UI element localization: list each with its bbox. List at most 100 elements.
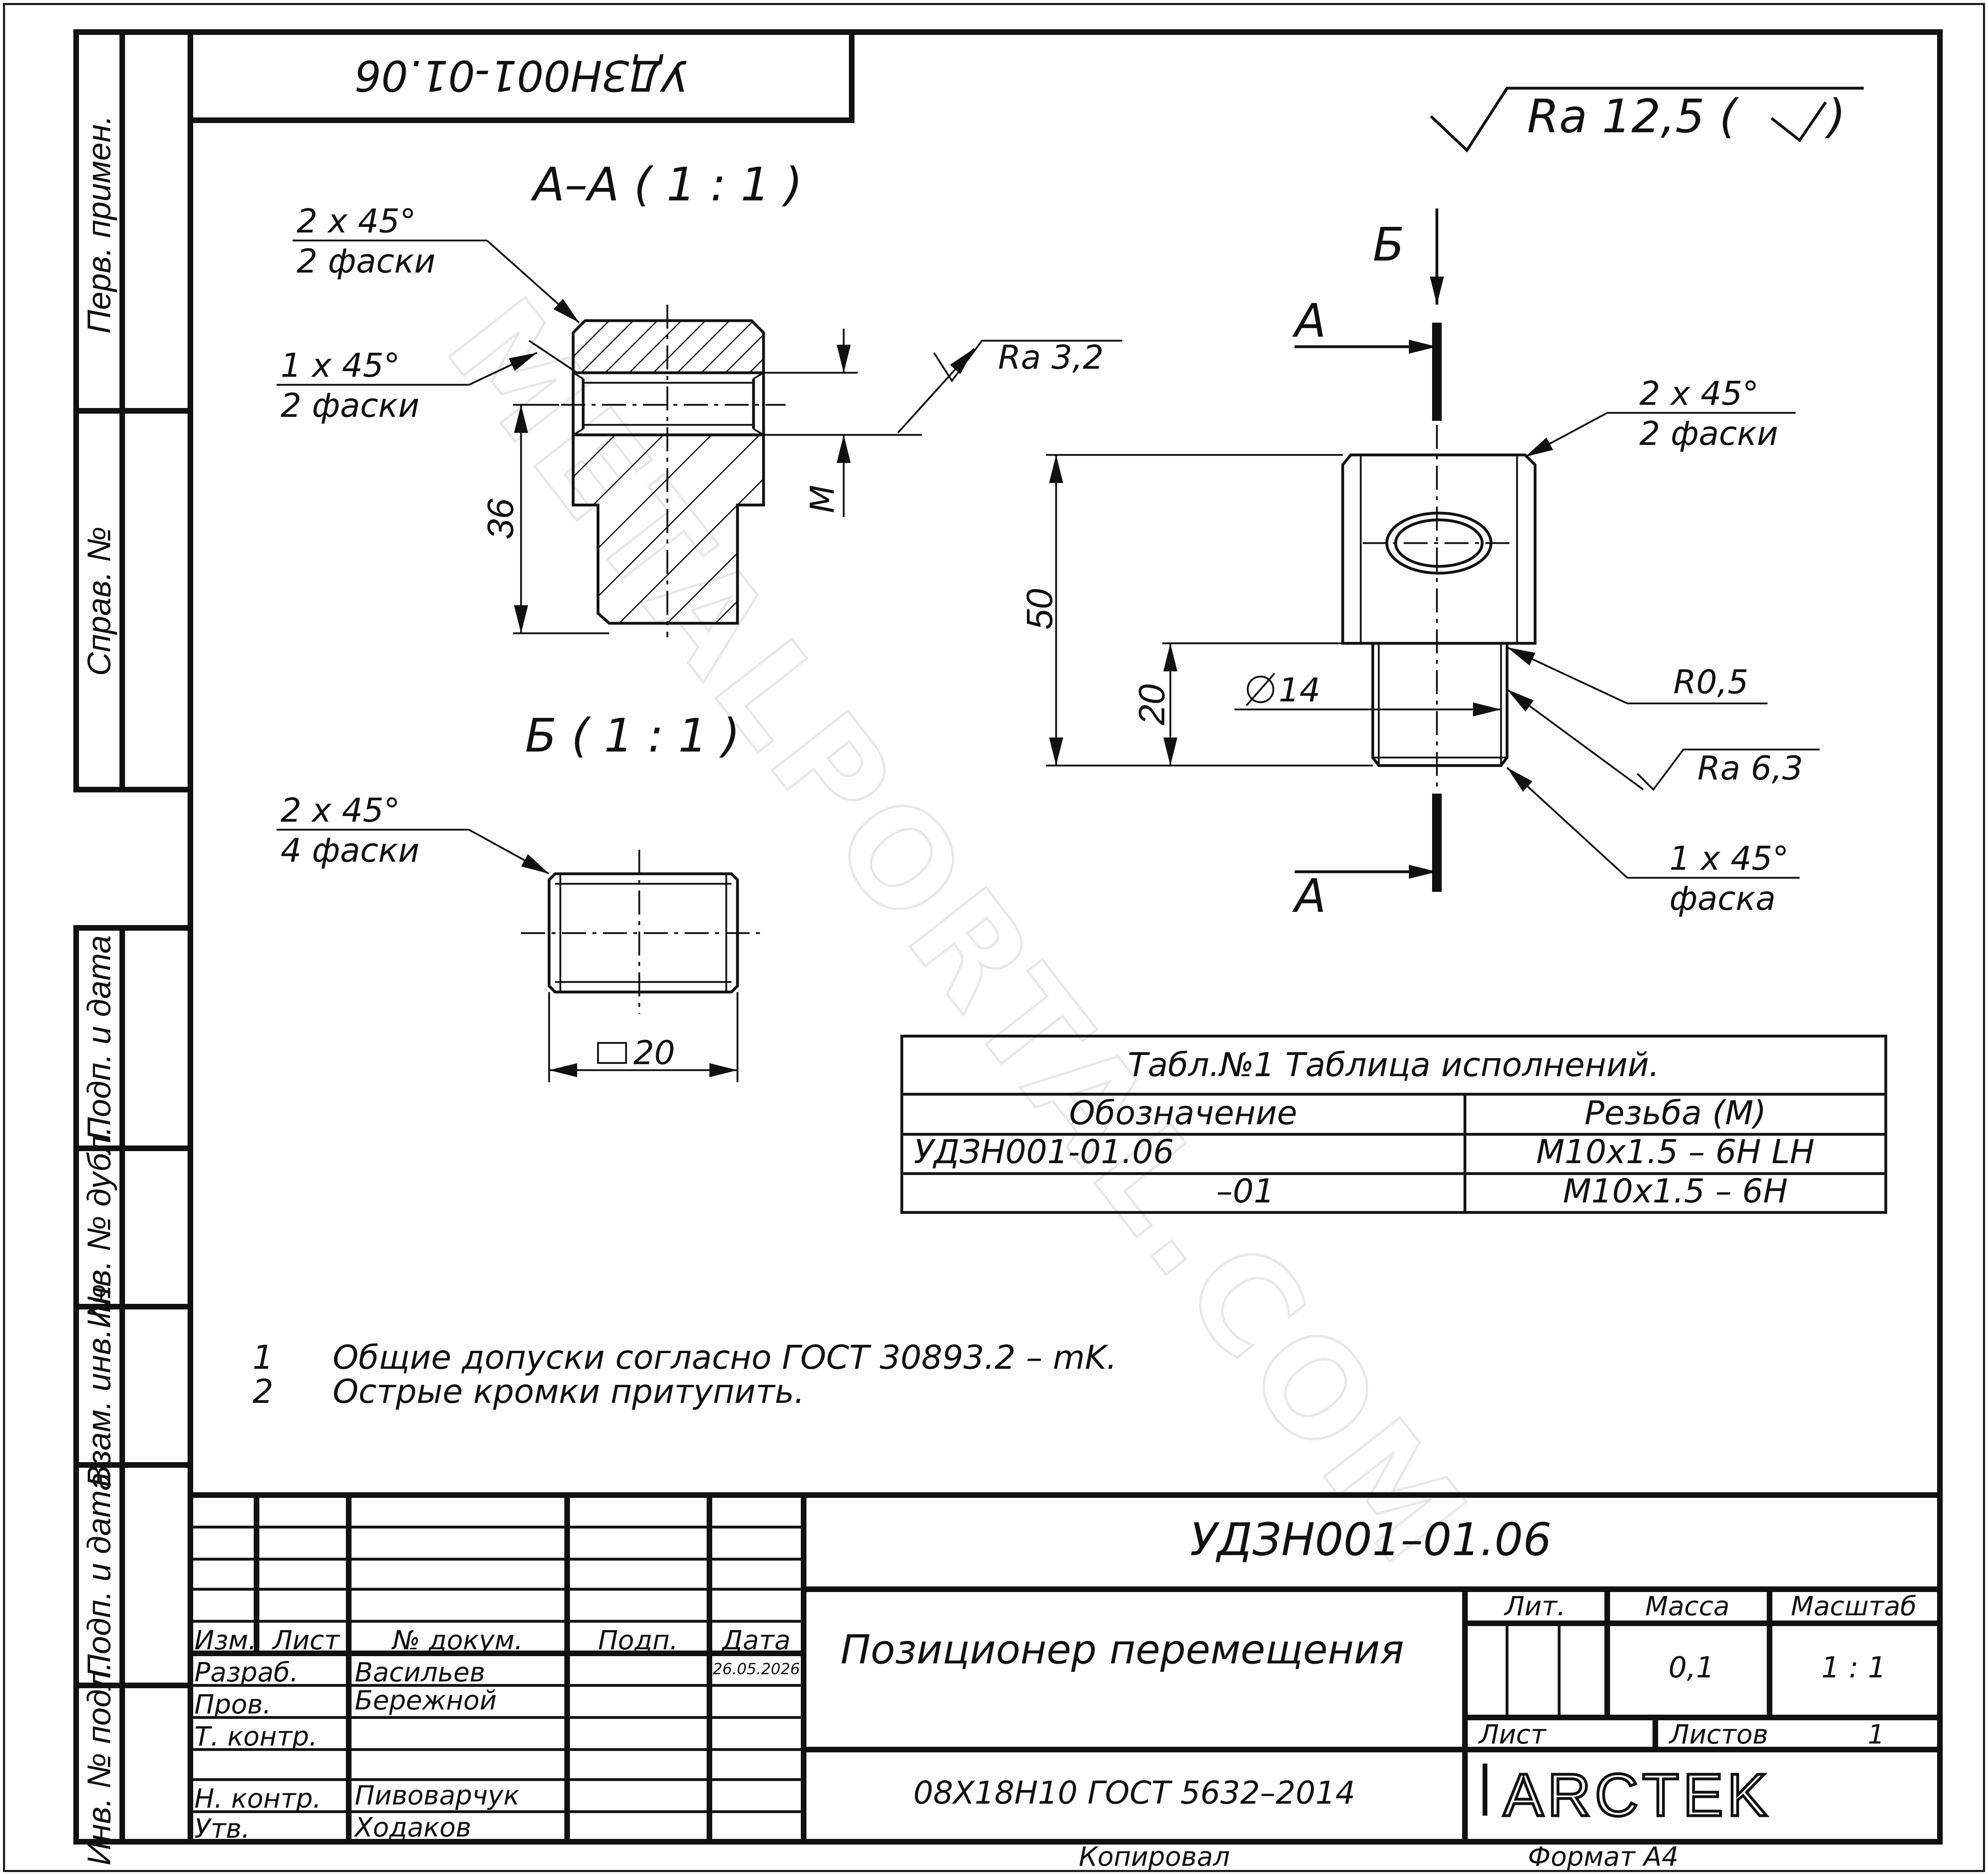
- aa-chamfer-inner-1: 1 x 45°: [281, 347, 400, 385]
- tb-role-utv: Утв.: [194, 1813, 250, 1844]
- tb-part-name: Позиционер перемещения: [840, 1626, 1404, 1673]
- aa-roughness-callout: [897, 339, 1122, 434]
- hatch-upper: [573, 321, 764, 373]
- note-num: 1: [253, 1339, 273, 1377]
- tb-sheets-value: 1: [1868, 1719, 1885, 1750]
- tb-material: 08Х18Н10 ГОСТ 5632–2014: [913, 1775, 1355, 1811]
- tb-sheets-label: Листов: [1669, 1719, 1768, 1750]
- tb-role-nkontr: Н. контр.: [194, 1783, 321, 1814]
- view-b-title: Б ( 1 : 1 ): [525, 709, 740, 763]
- aa-chamfer-callout-inner: [277, 340, 578, 386]
- cut-a-top: А: [1292, 294, 1326, 348]
- section-aa: [561, 305, 786, 637]
- main-chamfer-top-2: 2 фаски: [1639, 415, 1778, 453]
- note-text: Острые кромки притупить.: [333, 1373, 805, 1411]
- view-b-chamfer-callout: [277, 828, 550, 875]
- label-sprav-no: Справ. №: [81, 527, 117, 676]
- company-logo: ARCTEK: [1483, 1760, 1771, 1830]
- aa-dim-36: [513, 404, 609, 634]
- tb-role-razrab: Разраб.: [194, 1657, 298, 1688]
- tb-designation: УДЗН001–01.06: [1190, 1514, 1552, 1566]
- title-block: [188, 1492, 1943, 1845]
- mirrored-code-box: [188, 29, 855, 123]
- aa-roughness-text: Ra 3,2: [998, 339, 1104, 377]
- tb-name-razrab: Васильев: [355, 1657, 485, 1688]
- b-chamfer-2: 4 фаски: [281, 832, 420, 870]
- note-num: 2: [253, 1373, 273, 1411]
- label-podp-data-1: Подп. и дата: [81, 935, 117, 1141]
- sheet-border: [3, 3, 1985, 1872]
- tb-scale-value: 1 : 1: [1821, 1651, 1886, 1684]
- aa-dim-36-text: 36: [480, 498, 521, 539]
- tb-col-list: Лист: [272, 1625, 341, 1656]
- section-aa-title: А–А ( 1 : 1 ): [530, 158, 802, 212]
- table-cell: –01: [1216, 1172, 1275, 1210]
- note-text: Общие допуски согласно ГОСТ 30893.2 – mK…: [333, 1339, 1117, 1377]
- main-dim-50: [1046, 454, 1373, 767]
- tb-scale-label: Масштаб: [1791, 1591, 1917, 1622]
- table-cell: М10х1.5 – 6Н: [1563, 1172, 1788, 1210]
- b-dim-square-text: 20: [633, 1034, 675, 1072]
- format-label: Формат А4: [1528, 1841, 1679, 1872]
- label-perv-primen: Перв. примен.: [81, 115, 117, 333]
- main-dim-20-text: 20: [1131, 684, 1172, 725]
- main-dim-diam: [1234, 673, 1501, 717]
- table-header-designation: Обозначение: [1069, 1094, 1297, 1132]
- table-cell: М10х1.5 – 6Н LH: [1536, 1133, 1814, 1171]
- label-inv-dubl: Инв. № дубл.: [81, 1126, 117, 1328]
- tb-name-utv: Ходаков: [354, 1812, 471, 1843]
- main-roughness-text: Ra 6,3: [1697, 750, 1803, 788]
- tb-date-value: 26.05.2026: [713, 1660, 800, 1678]
- main-roughness-callout: [1506, 689, 1820, 791]
- main-dim-20: [1162, 642, 1373, 766]
- view-b-dim-square: [548, 992, 739, 1082]
- main-view: [1341, 425, 1537, 792]
- main-radius-callout: [1507, 646, 1768, 705]
- main-dim-diam-text: 14: [1279, 671, 1320, 709]
- svg-text:Ra 12,5 (: Ra 12,5 (: [1527, 90, 1740, 143]
- main-chamfer-bottom-callout: [1506, 767, 1800, 879]
- tb-name-nkontr: Пивоварчук: [355, 1780, 519, 1811]
- drawing-frame: [188, 29, 1943, 1845]
- tb-lit-label: Лит.: [1504, 1591, 1566, 1622]
- tb-mass-value: 0,1: [1669, 1651, 1715, 1684]
- aa-chamfer-callout-outer: [293, 239, 580, 323]
- main-dim-50-text: 50: [1019, 589, 1060, 630]
- view-b: [521, 850, 762, 1014]
- b-chamfer-1: 2 x 45°: [281, 792, 400, 830]
- aa-chamfer-inner-2: 2 фаски: [281, 387, 420, 425]
- copied-label: Копировал: [1079, 1841, 1230, 1872]
- svg-text:ARCTEK: ARCTEK: [1503, 1761, 1771, 1829]
- cut-marks: [1295, 208, 1444, 892]
- cut-a-bottom: А: [1292, 869, 1326, 923]
- tb-sheet-label: Лист: [1478, 1719, 1547, 1750]
- main-chamfer-bottom-2: фаска: [1669, 880, 1776, 918]
- label-podp-data-2: Подп. и дата: [81, 1472, 117, 1678]
- view-arrow-b: Б: [1373, 218, 1404, 272]
- side-strip-top: [73, 29, 193, 792]
- table-header-thread: Резьба (М): [1584, 1094, 1766, 1132]
- table-title: Табл.№1 Таблица исполнений.: [1128, 1046, 1660, 1084]
- tb-col-date: Дата: [721, 1625, 791, 1656]
- mirrored-code: УДЗН001-01.06: [354, 51, 687, 100]
- tb-name-prov: Бережной: [355, 1685, 497, 1716]
- tb-role-prov: Пров.: [194, 1689, 271, 1720]
- tb-col-doc: № докум.: [391, 1625, 523, 1656]
- tb-role-tkontr: Т. контр.: [194, 1721, 317, 1752]
- aa-dim-m: [764, 329, 922, 517]
- label-vzam-inv: Взам. инв. №: [81, 1284, 117, 1487]
- aa-dim-m-text: М: [804, 485, 842, 513]
- main-chamfer-top-1: 2 x 45°: [1639, 375, 1759, 413]
- main-chamfer-bottom-1: 1 x 45°: [1669, 840, 1789, 878]
- table-cell: УДЗН001-01.06: [914, 1133, 1174, 1171]
- main-radius-text: R0,5: [1673, 663, 1748, 701]
- main-chamfer-top-callout: [1524, 412, 1796, 458]
- executions-table: [900, 1034, 1887, 1214]
- tb-col-podp: Подп.: [598, 1625, 678, 1656]
- side-strip-bottom: [73, 925, 193, 1845]
- tb-mass-label: Масса: [1645, 1591, 1729, 1622]
- aa-chamfer-outer-2: 2 фаски: [297, 242, 436, 281]
- aa-chamfer-outer-1: 2 x 45°: [297, 202, 416, 240]
- label-inv-podl: Инв. № подл.: [81, 1662, 117, 1866]
